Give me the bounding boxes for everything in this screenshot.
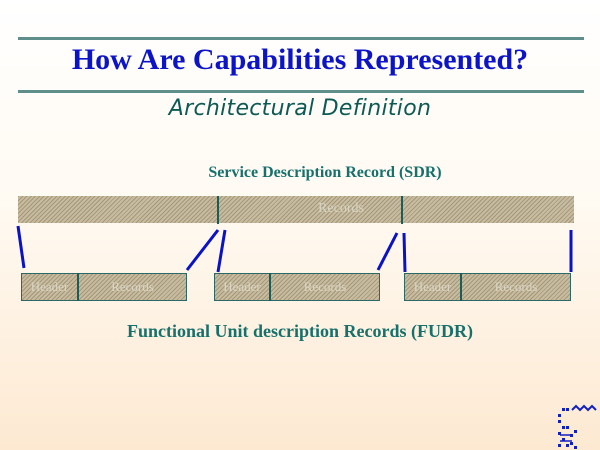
fudr-label: Functional Unit description Records (FUD…	[127, 321, 473, 341]
connector-line	[402, 232, 407, 273]
fudr-separator	[460, 273, 462, 301]
fudr-box-1: Header Records	[21, 273, 187, 301]
connector-line	[216, 229, 227, 273]
sdr-records-label: Records	[318, 201, 364, 216]
fudr-records-cell: Records	[271, 274, 379, 300]
sdr-bar	[18, 196, 574, 223]
sdr-label: Service Description Record (SDR)	[208, 164, 442, 181]
fudr-records-cell: Records	[462, 274, 570, 300]
fudr-records-cell: Records	[79, 274, 186, 300]
connector-line	[185, 229, 220, 271]
slide-subtitle: Architectural Definition	[168, 96, 432, 121]
corner-logo-icon	[558, 404, 597, 449]
fudr-separator	[269, 273, 271, 301]
sdr-divider-1	[217, 196, 219, 224]
fudr-header-cell: Header	[22, 274, 77, 300]
fudr-box-3: Header Records	[404, 273, 571, 301]
slide-title: How Are Capabilities Represented?	[71, 43, 529, 76]
fudr-separator	[77, 273, 79, 301]
connector-line	[376, 232, 399, 271]
title-bottom-rule	[18, 90, 584, 93]
fudr-header-cell: Header	[215, 274, 269, 300]
fudr-header-cell: Header	[405, 274, 460, 300]
connector-line	[16, 225, 26, 269]
fudr-box-2: Header Records	[214, 273, 380, 301]
sdr-divider-2	[401, 196, 403, 224]
title-top-rule	[18, 37, 584, 40]
